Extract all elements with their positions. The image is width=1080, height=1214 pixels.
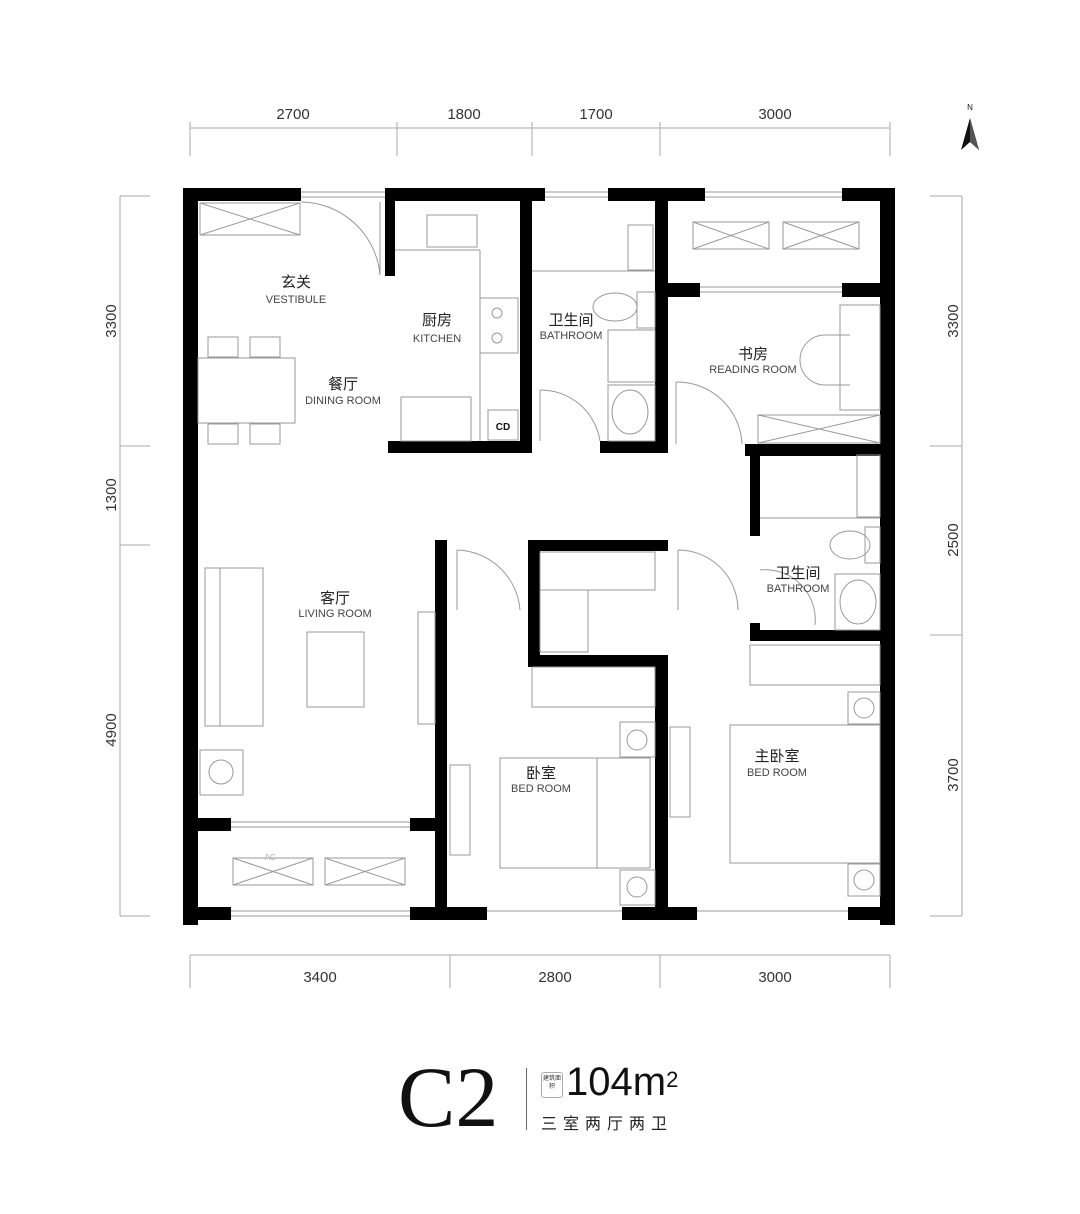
- area-unit-sup: 2: [666, 1067, 679, 1092]
- unit-area: 104m2: [566, 1060, 678, 1104]
- dim-top-1: 2700: [276, 106, 309, 123]
- living-label-en: LIVING ROOM: [298, 608, 371, 620]
- bathroom1-label-cn: 卫生间: [548, 311, 593, 329]
- dim-top-3: 1700: [579, 106, 612, 123]
- kitchen-label-en: KITCHEN: [413, 333, 461, 345]
- reading-label-cn: 书房: [738, 345, 768, 363]
- dining-label-cn: 餐厅: [328, 375, 358, 393]
- cd-label: CD: [496, 422, 510, 433]
- dimension-lines: [119, 122, 963, 988]
- dim-top-4: 3000: [758, 106, 791, 123]
- ac-label: AC: [264, 853, 275, 862]
- compass-label: N: [967, 103, 973, 112]
- vestibule-label-cn: 玄关: [281, 273, 311, 291]
- area-seal: 建筑面积: [541, 1072, 563, 1098]
- dim-bottom-1: 3400: [303, 969, 336, 986]
- bathroom2-label-en: BATHROOM: [767, 583, 830, 595]
- north-arrow-icon: [961, 118, 979, 150]
- divider: [526, 1068, 527, 1130]
- master-label-en: BED ROOM: [747, 767, 807, 779]
- dim-bottom-3: 3000: [758, 969, 791, 986]
- dim-top-2: 1800: [447, 106, 480, 123]
- dim-right-2: 2500: [945, 523, 962, 556]
- bedroom-label-en: BED ROOM: [511, 783, 571, 795]
- dim-left-3: 4900: [103, 713, 120, 746]
- master-label-cn: 主卧室: [754, 747, 799, 765]
- reading-label-en: READING ROOM: [709, 364, 796, 376]
- area-value: 104m: [566, 1060, 667, 1104]
- dim-right-3: 3700: [945, 758, 962, 791]
- living-label-cn: 客厅: [320, 589, 350, 607]
- bathroom1-label-en: BATHROOM: [540, 330, 603, 342]
- vestibule-label-en: VESTIBULE: [266, 294, 327, 306]
- bathroom2-label-cn: 卫生间: [775, 564, 820, 582]
- bedroom-label-cn: 卧室: [526, 764, 556, 782]
- unit-code: C2: [398, 1049, 499, 1145]
- kitchen-label-cn: 厨房: [422, 311, 452, 329]
- dim-left-2: 1300: [103, 478, 120, 511]
- fixtures-and-furniture: CD: [197, 191, 881, 917]
- walls: [183, 188, 895, 925]
- dim-bottom-2: 2800: [538, 969, 571, 986]
- dim-left-1: 3300: [103, 304, 120, 337]
- dim-right-1: 3300: [945, 304, 962, 337]
- dining-label-en: DINING ROOM: [305, 395, 381, 407]
- unit-layout: 三室两厅两卫: [541, 1114, 674, 1133]
